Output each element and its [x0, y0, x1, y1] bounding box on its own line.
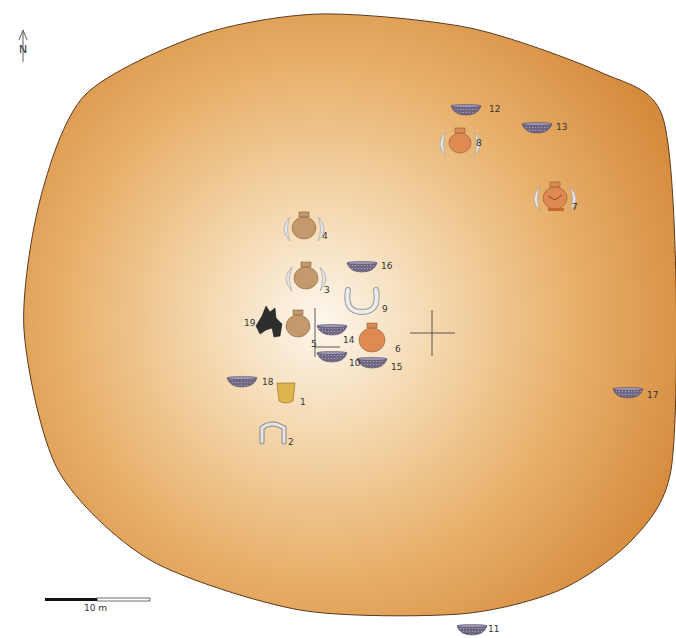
callout-number: 3	[324, 286, 330, 295]
skeleton-icon	[534, 187, 540, 211]
scale-label: 10 m	[84, 604, 107, 613]
callout-number: 8	[476, 139, 482, 148]
callout-number: 12	[489, 105, 500, 114]
north-letter: N	[19, 44, 27, 55]
pot-neck	[293, 310, 303, 315]
north-arrow	[19, 30, 27, 62]
skeleton-icon	[286, 267, 292, 291]
bowl-rim	[613, 387, 643, 390]
skeleton-outline	[347, 290, 376, 312]
skeleton-icon	[440, 132, 446, 156]
bowl-rim	[457, 624, 487, 627]
pot-neck	[455, 128, 465, 133]
callout-number: 6	[395, 345, 401, 354]
bowl-rim	[451, 104, 481, 107]
pot-icon	[292, 217, 316, 239]
pot-icon	[359, 328, 385, 352]
bowl-rim	[317, 351, 347, 354]
pot-neck	[299, 212, 309, 217]
callout-number: 14	[343, 336, 354, 345]
scale-bar	[45, 598, 97, 601]
callout-number: 15	[391, 363, 402, 372]
pot-icon	[294, 267, 318, 289]
bowl-rim	[522, 122, 552, 125]
skeleton-outline	[262, 424, 284, 442]
callout-number: 1	[300, 398, 306, 407]
callout-number: 16	[381, 262, 392, 271]
skeleton-icon	[347, 290, 376, 312]
pot-neck	[301, 262, 311, 267]
pot-neck	[367, 323, 377, 328]
bowl-rim	[227, 376, 257, 379]
pot-base	[548, 208, 564, 211]
pot-neck	[550, 182, 560, 187]
callout-number: 9	[382, 305, 388, 314]
callout-number: 7	[572, 203, 578, 212]
pot-icon	[449, 133, 471, 153]
callout-number: 19	[244, 319, 255, 328]
bowl-rim	[317, 324, 347, 327]
callout-number: 13	[556, 123, 567, 132]
skeleton-icon	[284, 217, 290, 241]
callout-number: 10	[349, 359, 360, 368]
callout-number: 4	[322, 232, 328, 241]
bowl-rim	[347, 261, 377, 264]
callout-number: 5	[311, 340, 317, 349]
callout-number: 17	[647, 391, 658, 400]
pot-mark	[548, 195, 562, 200]
callout-number: 11	[488, 625, 499, 634]
centre-cross	[410, 310, 455, 356]
mound-outline	[24, 14, 676, 616]
callout-number: 2	[288, 438, 294, 447]
callout-number: 18	[262, 378, 273, 387]
bowl-rim	[357, 357, 387, 360]
pot-icon	[543, 187, 567, 209]
scale-bar	[97, 598, 150, 601]
horse-skull-icon	[256, 306, 282, 337]
vessel-icon	[277, 383, 295, 403]
skeleton-icon	[262, 424, 284, 442]
pot-icon	[286, 315, 310, 337]
